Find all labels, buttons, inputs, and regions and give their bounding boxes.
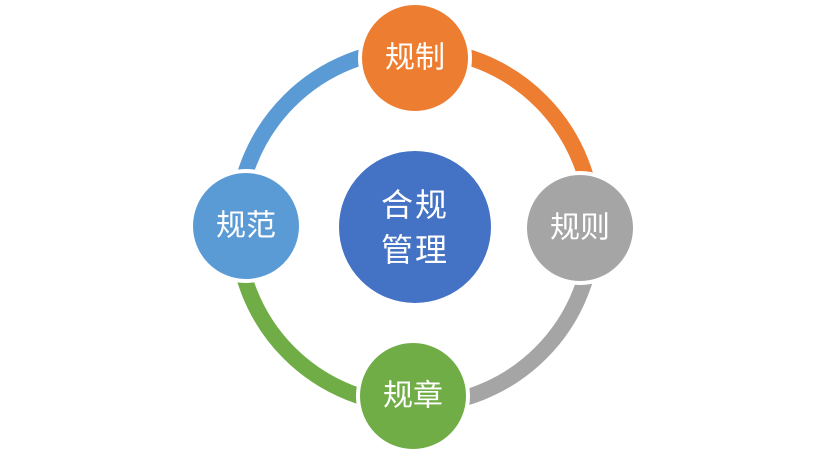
node-bottom-circle	[356, 339, 470, 453]
node-right: 规则	[523, 171, 637, 285]
center-node: 合规 管理	[335, 147, 495, 307]
node-top: 规制	[358, 1, 472, 115]
node-right-circle	[523, 171, 637, 285]
node-left: 规范	[189, 169, 303, 283]
node-top-label: 规制	[385, 41, 445, 76]
node-bottom-label: 规章	[383, 379, 443, 414]
node-left-label: 规范	[216, 209, 276, 244]
node-bottom: 规章	[356, 339, 470, 453]
center-label-line1: 合规	[381, 186, 449, 224]
node-left-circle	[189, 169, 303, 283]
center-node-circle	[335, 147, 495, 307]
center-label-line2: 管理	[381, 231, 449, 269]
node-right-label: 规则	[550, 211, 610, 246]
node-top-circle	[358, 1, 472, 115]
